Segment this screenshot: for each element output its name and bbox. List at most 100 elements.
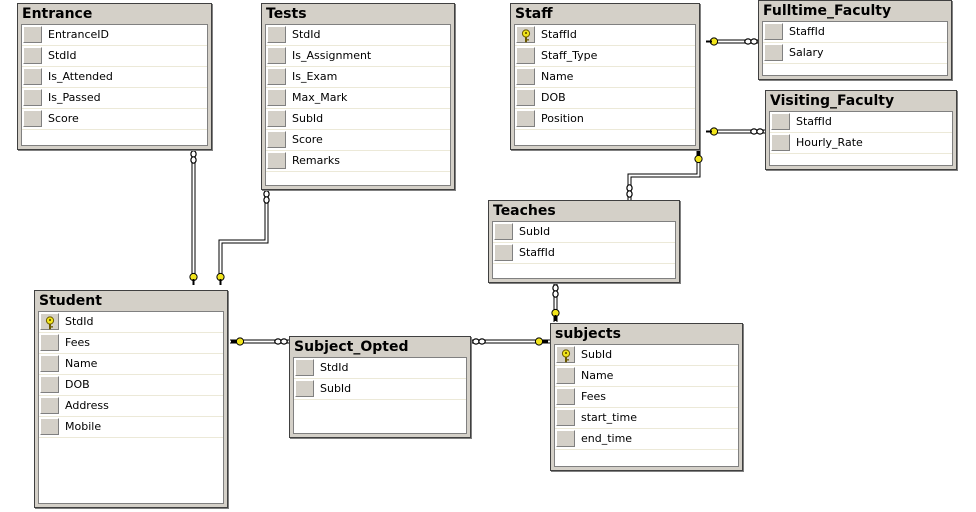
field-row[interactable]: StdId (294, 358, 466, 379)
field-name: DOB (541, 91, 566, 104)
field-row[interactable]: SubId (294, 379, 466, 400)
row-selector[interactable] (516, 68, 535, 85)
table-title[interactable]: Entrance (22, 6, 93, 22)
field-row[interactable]: Is_Assignment (266, 46, 450, 67)
field-row[interactable]: Salary (763, 43, 947, 64)
field-row[interactable]: Name (515, 67, 695, 88)
primary-key-icon[interactable] (556, 346, 575, 363)
row-selector[interactable] (267, 89, 286, 106)
row-selector[interactable] (23, 110, 42, 127)
row-selector[interactable] (771, 134, 790, 151)
row-selector[interactable] (516, 110, 535, 127)
field-row[interactable]: StaffId (763, 22, 947, 43)
row-selector[interactable] (23, 89, 42, 106)
row-selector[interactable] (295, 359, 314, 376)
field-row[interactable]: SubId (555, 345, 738, 366)
row-selector[interactable] (556, 367, 575, 384)
field-row[interactable]: DOB (515, 88, 695, 109)
row-selector[interactable] (764, 44, 783, 61)
field-row[interactable]: EntranceID (22, 25, 207, 46)
field-row[interactable]: StaffId (770, 112, 952, 133)
row-selector[interactable] (267, 131, 286, 148)
table-title[interactable]: subjects (555, 326, 621, 342)
field-name: SubId (581, 348, 613, 361)
table-title[interactable]: Staff (515, 6, 553, 22)
table-title[interactable]: Subject_Opted (294, 339, 409, 355)
row-selector[interactable] (267, 47, 286, 64)
field-row[interactable]: Fees (39, 333, 223, 354)
field-name: end_time (581, 432, 633, 445)
row-selector[interactable] (40, 418, 59, 435)
row-selector[interactable] (267, 26, 286, 43)
field-row[interactable]: StdId (39, 312, 223, 333)
field-row[interactable]: StaffId (515, 25, 695, 46)
table-title[interactable]: Fulltime_Faculty (763, 3, 892, 19)
primary-key-icon[interactable] (40, 313, 59, 330)
table-title[interactable]: Visiting_Faculty (770, 93, 895, 109)
field-row[interactable]: Name (555, 366, 738, 387)
field-row[interactable]: Is_Attended (22, 67, 207, 88)
field-row[interactable]: Remarks (266, 151, 450, 172)
primary-key-icon[interactable] (516, 26, 535, 43)
field-name: Fees (581, 390, 606, 403)
field-name: Is_Exam (292, 70, 338, 83)
row-selector[interactable] (40, 397, 59, 414)
row-selector[interactable] (494, 223, 513, 240)
field-row[interactable]: Position (515, 109, 695, 130)
row-selector[interactable] (516, 89, 535, 106)
field-row[interactable]: Mobile (39, 417, 223, 438)
row-selector[interactable] (556, 409, 575, 426)
row-selector[interactable] (40, 334, 59, 351)
field-row[interactable]: DOB (39, 375, 223, 396)
row-selector[interactable] (267, 110, 286, 127)
row-selector[interactable] (556, 388, 575, 405)
field-row[interactable]: end_time (555, 429, 738, 450)
field-row[interactable]: Max_Mark (266, 88, 450, 109)
row-selector[interactable] (23, 47, 42, 64)
field-row[interactable]: Fees (555, 387, 738, 408)
row-selector[interactable] (23, 26, 42, 43)
field-row[interactable]: Hourly_Rate (770, 133, 952, 154)
row-selector[interactable] (771, 113, 790, 130)
row-selector[interactable] (267, 68, 286, 85)
table-title[interactable]: Student (39, 293, 102, 309)
field-row[interactable]: Is_Exam (266, 67, 450, 88)
field-row[interactable]: Name (39, 354, 223, 375)
table-title[interactable]: Tests (266, 6, 307, 22)
rel-staff-fulltime (710, 39, 758, 44)
field-name: Score (292, 133, 323, 146)
row-selector[interactable] (267, 152, 286, 169)
row-selector[interactable] (556, 430, 575, 447)
field-row[interactable]: Score (266, 130, 450, 151)
field-row[interactable]: StdId (22, 46, 207, 67)
row-selector[interactable] (516, 47, 535, 64)
field-row[interactable]: SubId (493, 222, 675, 243)
field-row[interactable]: start_time (555, 408, 738, 429)
field-row[interactable]: StdId (266, 25, 450, 46)
field-name: StdId (48, 49, 77, 62)
row-selector[interactable] (494, 244, 513, 261)
row-selector[interactable] (40, 355, 59, 372)
row-selector[interactable] (764, 23, 783, 40)
row-selector[interactable] (40, 376, 59, 393)
row-selector[interactable] (23, 68, 42, 85)
field-row[interactable]: Staff_Type (515, 46, 695, 67)
field-row[interactable]: Is_Passed (22, 88, 207, 109)
field-row[interactable]: Address (39, 396, 223, 417)
row-selector[interactable] (295, 380, 314, 397)
field-row[interactable]: Score (22, 109, 207, 130)
field-row[interactable]: StaffId (493, 243, 675, 264)
table-title[interactable]: Teaches (493, 203, 556, 219)
field-row[interactable]: SubId (266, 109, 450, 130)
